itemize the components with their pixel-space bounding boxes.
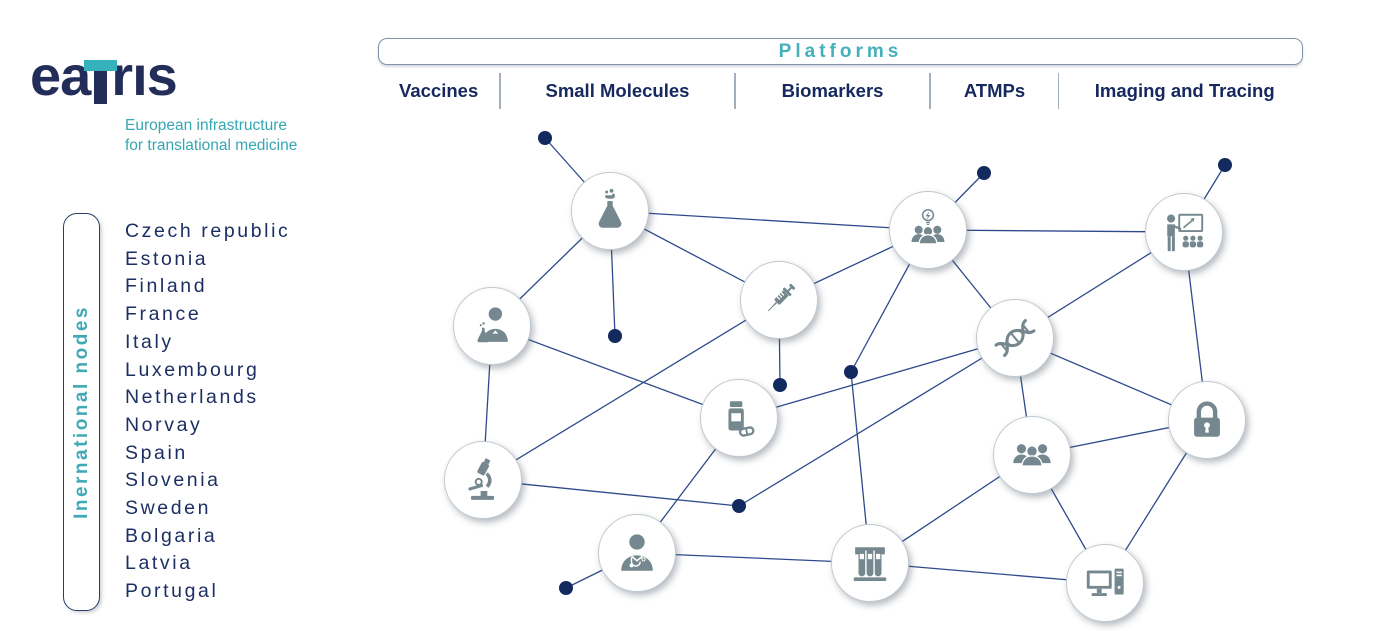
platform-separator bbox=[929, 73, 931, 109]
computer-icon bbox=[1082, 560, 1128, 606]
edge-endpoint-dot bbox=[844, 365, 858, 379]
idea-team-icon bbox=[905, 207, 951, 253]
network-node-people bbox=[993, 416, 1071, 494]
network-node-tubes bbox=[831, 524, 909, 602]
eatris-logo: ea rıs European infrastructure for trans… bbox=[30, 48, 330, 154]
platform-row: Vaccines Small Molecules Biomarkers ATMPs Im… bbox=[378, 73, 1310, 109]
platform-item-small-molecules: Small Molecules bbox=[545, 80, 690, 101]
tagline-line-2: for translational medicine bbox=[125, 136, 298, 154]
edge-endpoint-dot bbox=[977, 166, 991, 180]
country-item: Bolgaria bbox=[125, 524, 218, 547]
country-item: Estonia bbox=[125, 247, 209, 270]
platform-separator bbox=[734, 73, 736, 109]
wordmark-right: rıs bbox=[111, 44, 177, 107]
network-node-lock bbox=[1168, 381, 1246, 459]
country-item: Netherlands bbox=[125, 386, 259, 409]
wordmark-t-glyph bbox=[84, 60, 118, 104]
network-edge bbox=[482, 479, 740, 507]
test-tubes-icon bbox=[847, 540, 893, 586]
platform-item-vaccines: Vaccines bbox=[399, 80, 479, 101]
network-edge bbox=[738, 337, 1016, 419]
platforms-title: Platforms bbox=[778, 40, 903, 62]
microscope-icon bbox=[460, 457, 506, 503]
platforms-header-bar: Platforms bbox=[378, 38, 1303, 65]
syringe-icon bbox=[756, 277, 802, 323]
international-nodes-box: Inernational nodes bbox=[63, 213, 100, 611]
country-item: Sweden bbox=[125, 497, 212, 520]
country-item: Italy bbox=[125, 330, 174, 353]
network-edge bbox=[869, 562, 1106, 584]
edge-endpoint-dot bbox=[732, 499, 746, 513]
network-node-microscope bbox=[444, 441, 522, 519]
network-node-computer bbox=[1066, 544, 1144, 622]
dna-icon bbox=[992, 315, 1038, 361]
eatris-wordmark: ea rıs bbox=[30, 48, 330, 104]
flask-icon bbox=[587, 188, 633, 234]
doctor-icon bbox=[614, 530, 660, 576]
edge-endpoint-dot bbox=[773, 378, 787, 392]
lock-icon bbox=[1184, 397, 1230, 443]
network-node-dna bbox=[976, 299, 1054, 377]
network-edge bbox=[609, 210, 929, 231]
network-node-pills bbox=[700, 379, 778, 457]
country-item: Latvia bbox=[125, 552, 193, 575]
network-node-doctor bbox=[598, 514, 676, 592]
network-edge bbox=[482, 299, 780, 481]
network-node-presentation bbox=[1145, 193, 1223, 271]
country-item: France bbox=[125, 303, 202, 326]
platform-separator bbox=[499, 73, 501, 109]
network-node-flask bbox=[571, 172, 649, 250]
tagline-line-1: European infrastructure bbox=[125, 117, 287, 134]
edge-endpoint-dot bbox=[538, 131, 552, 145]
country-item: Luxembourg bbox=[125, 358, 260, 381]
platform-item-biomarkers: Biomarkers bbox=[781, 80, 884, 101]
country-item: Slovenia bbox=[125, 469, 221, 492]
t-crossbar-teal bbox=[84, 60, 118, 71]
network-edge bbox=[491, 325, 740, 419]
network-node-ideateam bbox=[889, 191, 967, 269]
pill-bottle-icon bbox=[716, 395, 762, 441]
scientist-icon bbox=[469, 303, 515, 349]
network-node-scientist bbox=[453, 287, 531, 365]
international-nodes-label: Inernational nodes bbox=[70, 305, 92, 519]
country-item: Spain bbox=[125, 441, 188, 464]
t-stem bbox=[94, 60, 108, 104]
network-node-syringe bbox=[740, 261, 818, 339]
presentation-icon bbox=[1161, 209, 1207, 255]
platform-item-imaging-and-tracing: Imaging and Tracing bbox=[1094, 80, 1275, 101]
edge-endpoint-dot bbox=[608, 329, 622, 343]
platform-separator bbox=[1058, 73, 1060, 109]
country-item: Finland bbox=[125, 275, 208, 298]
edge-endpoint-dot bbox=[1218, 158, 1232, 172]
network-edge bbox=[738, 337, 1016, 507]
country-item: Portugal bbox=[125, 580, 219, 603]
network-edge bbox=[927, 229, 1185, 233]
country-item: Czech republic bbox=[125, 220, 291, 242]
edge-endpoint-dot bbox=[559, 581, 573, 595]
wordmark-left: ea bbox=[30, 44, 91, 107]
platform-item-atmps: ATMPs bbox=[963, 80, 1026, 101]
people-icon bbox=[1009, 432, 1055, 478]
country-item: Norvay bbox=[125, 413, 203, 436]
logo-tagline: European infrastructure for translationa… bbox=[125, 116, 297, 156]
